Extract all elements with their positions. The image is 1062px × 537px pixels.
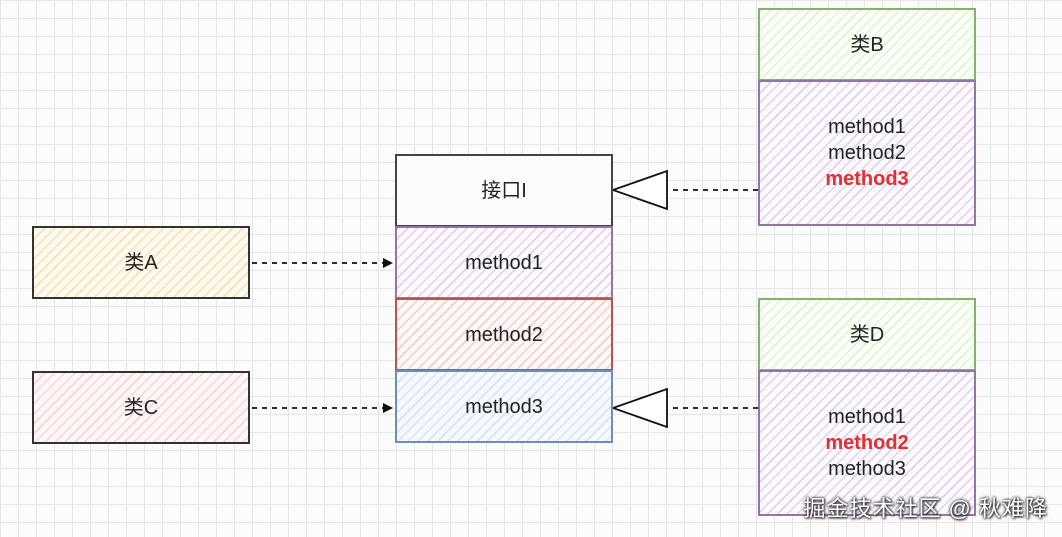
watermark: 掘金技术社区 @ 秋难降 [803,496,1048,521]
class-d-header: 类D [758,298,976,371]
class-d-method2-highlighted: method2 [825,432,909,454]
class-d-method3: method3 [828,458,906,480]
class-a-box: 类A [32,226,250,299]
class-b-header: 类B [758,8,976,81]
class-b-method1: method1 [828,116,906,138]
interface-method1-box: method1 [395,226,613,299]
interface-header: 接口I [395,154,613,227]
interface-method1-label: method1 [465,251,543,274]
interface-method3-box: method3 [395,370,613,443]
class-c-title: 类C [123,396,159,419]
class-b-method2: method2 [828,142,906,164]
interface-title: 接口I [481,179,527,202]
interface-method3-label: method3 [465,395,543,418]
implements-arrowhead-d [610,387,668,429]
class-d-title: 类D [849,323,885,346]
class-b-method3-highlighted: method3 [825,168,909,190]
implements-arrowhead-b [610,169,668,211]
interface-method2-label: method2 [465,323,543,346]
class-c-box: 类C [32,371,250,444]
class-a-title: 类A [124,251,158,274]
class-d-method1: method1 [828,406,906,428]
class-b-methods: method1 method2 method3 [758,80,976,226]
class-b-title: 类B [850,33,884,56]
class-d-methods: method1 method2 method3 [758,370,976,516]
interface-method2-box: method2 [395,298,613,371]
